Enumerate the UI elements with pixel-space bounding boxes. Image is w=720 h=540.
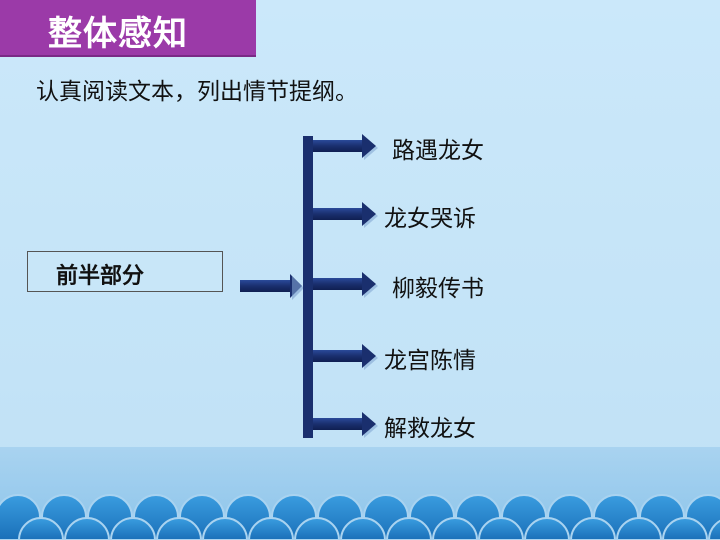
bracket-bar bbox=[303, 136, 313, 438]
source-box: 前半部分 bbox=[27, 251, 223, 292]
title-banner: 整体感知 bbox=[0, 0, 256, 55]
branch-arrow bbox=[313, 344, 378, 370]
instruction-text: 认真阅读文本，列出情节提纲。 bbox=[36, 79, 358, 105]
branch-label: 柳毅传书 bbox=[392, 276, 484, 302]
footer-wave-decoration bbox=[0, 447, 720, 540]
main-arrow bbox=[240, 274, 304, 300]
branch-arrow bbox=[313, 202, 378, 228]
slide-title: 整体感知 bbox=[48, 14, 188, 54]
branch-label: 路遇龙女 bbox=[392, 138, 484, 164]
source-label: 前半部分 bbox=[56, 264, 145, 289]
branch-arrow bbox=[313, 134, 378, 160]
branch-label: 解救龙女 bbox=[384, 416, 476, 442]
branch-arrow bbox=[313, 272, 378, 298]
branch-arrow bbox=[313, 412, 378, 438]
branch-label: 龙女哭诉 bbox=[384, 206, 476, 232]
branch-label: 龙宫陈情 bbox=[384, 348, 476, 374]
